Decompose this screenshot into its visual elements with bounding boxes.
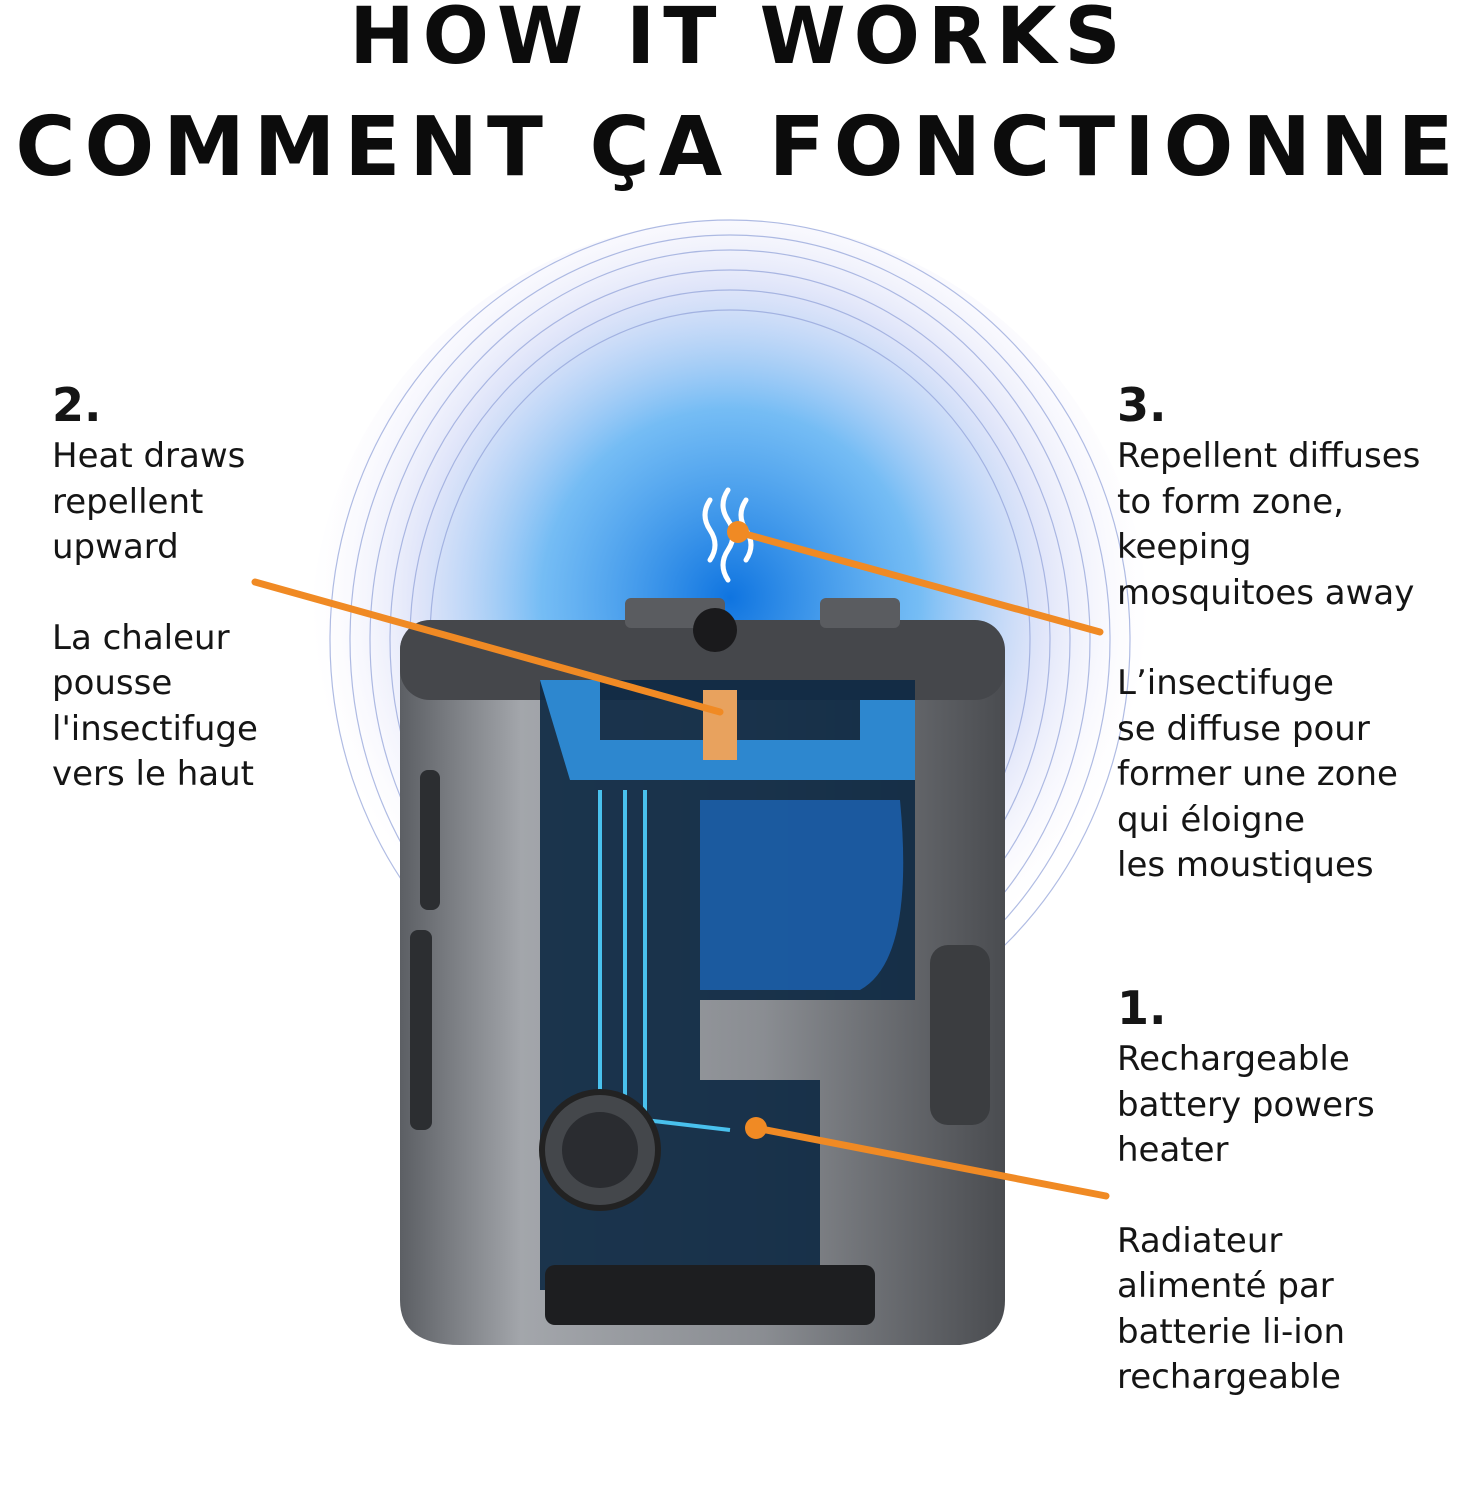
text-fr: former une zone — [1117, 754, 1398, 794]
step-number: 2. — [52, 378, 102, 432]
leader-line-1 — [752, 1124, 1110, 1200]
heater — [703, 690, 737, 760]
text-fr: batterie li-ion — [1117, 1311, 1346, 1352]
text-fr: L’insectifuge — [1117, 663, 1334, 703]
text-fr: alimenté par — [1117, 1266, 1334, 1306]
text-en: to form zone, — [1117, 481, 1344, 522]
text-fr: La chaleur — [52, 617, 230, 658]
text-fr: rechargeable — [1117, 1357, 1341, 1397]
text-fr: vers le haut — [52, 754, 254, 794]
text-fr: pousse — [52, 663, 173, 703]
text-en: heater — [1117, 1130, 1229, 1170]
callout-step-2: 2. Heat draws repellent upward La chaleu… — [52, 380, 258, 798]
text-en: keeping — [1117, 527, 1252, 567]
text-en: Repellent diffuses — [1117, 436, 1421, 476]
text-fr: qui éloigne — [1117, 799, 1306, 840]
leader-line-3 — [734, 528, 1104, 636]
text-en: upward — [52, 527, 179, 567]
text-fr: Radiateur — [1117, 1220, 1283, 1261]
leader-line-2 — [251, 578, 724, 716]
leader-lines — [251, 528, 1110, 1200]
text-fr: l'insectifuge — [52, 708, 258, 749]
text-en: battery powers — [1117, 1084, 1375, 1125]
step-number: 1. — [1117, 981, 1167, 1035]
text-en: mosquitoes away — [1117, 572, 1415, 613]
title-french: COMMENT ÇA FONCTIONNE — [15, 100, 1463, 195]
callout-step-3: 3. Repellent diffuses to form zone, keep… — [1117, 380, 1420, 889]
step-number: 3. — [1117, 378, 1167, 432]
callout-step-1: 1. Rechargeable battery powers heater Ra… — [1117, 983, 1375, 1401]
text-en: repellent — [52, 481, 204, 522]
text-en: Heat draws — [52, 436, 246, 476]
title-english: HOW IT WORKS — [349, 0, 1129, 82]
text-fr: les moustiques — [1117, 845, 1374, 885]
text-en: Rechargeable — [1117, 1039, 1350, 1079]
text-fr: se diffuse pour — [1117, 708, 1370, 749]
